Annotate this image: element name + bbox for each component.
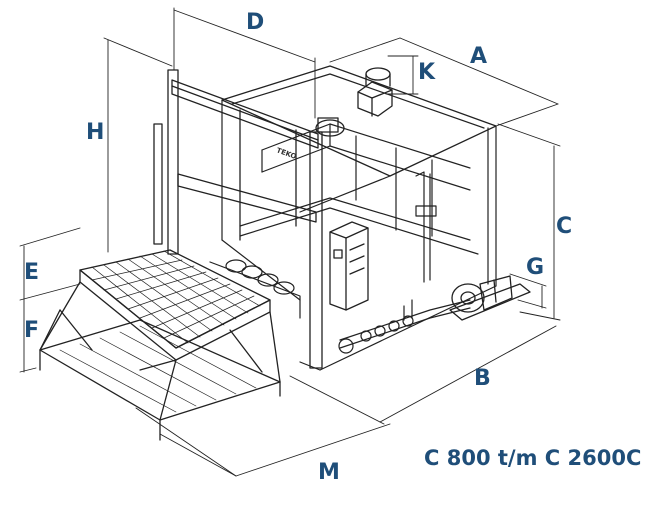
dimension-label-m: M	[318, 460, 340, 485]
dimension-label-d: D	[246, 10, 265, 35]
brand-mark: TEKO	[275, 146, 297, 161]
dimension-lines	[19, 7, 561, 477]
pipework	[338, 299, 471, 354]
dimension-label-b: B	[474, 366, 491, 391]
dimension-label-c: C	[556, 214, 573, 239]
lift-frame	[153, 69, 345, 369]
tank-body	[221, 65, 497, 371]
grating-lines	[91, 250, 261, 344]
dimension-label-f: F	[24, 318, 40, 343]
exhaust-unit	[357, 67, 393, 117]
model-range-caption: C 800 t/m C 2600C	[424, 446, 642, 470]
control-box	[329, 221, 369, 311]
dimension-label-h: H	[86, 120, 105, 145]
dimension-label-a: A	[470, 44, 488, 69]
trough-cylinders	[209, 259, 301, 319]
pump	[449, 275, 531, 321]
dimension-label-e: E	[24, 260, 40, 285]
step-grating-lines	[59, 325, 257, 413]
dimension-label-k: K	[418, 60, 436, 85]
dimension-label-g: G	[526, 255, 545, 280]
work-platform	[39, 249, 281, 441]
